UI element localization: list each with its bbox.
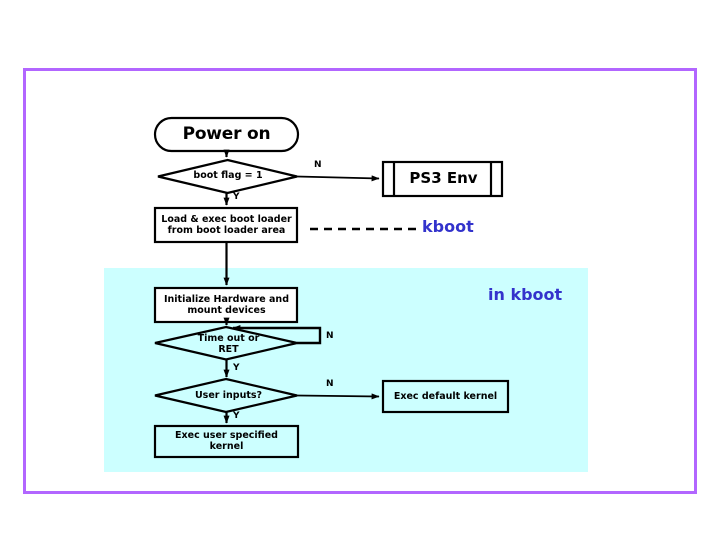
shape-power-on: [153, 116, 300, 153]
shape-load-exec-bootloader: [153, 206, 299, 244]
shape-initialize-hardware: [153, 286, 299, 324]
shape-exec-default-kernel: [381, 379, 510, 414]
shape-boot-flag-decision: [157, 158, 298, 195]
shape-ps3-env: [381, 160, 504, 198]
connector-userinputs-no-to-execdefault: [296, 393, 380, 400]
connector-bootflag-no-to-ps3env: [296, 175, 380, 182]
shape-user-inputs-decision: [154, 377, 298, 414]
shape-timeout-ret-decision: [154, 325, 298, 361]
slide-border-frame: [23, 68, 697, 494]
shape-exec-user-kernel: [153, 424, 300, 459]
connector-timeout-no-loopback: [232, 325, 322, 345]
